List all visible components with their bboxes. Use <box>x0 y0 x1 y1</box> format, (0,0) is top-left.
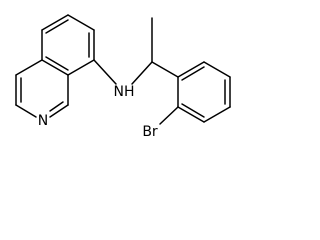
bond <box>203 106 231 123</box>
double-bond-inner <box>45 56 69 71</box>
bond <box>15 104 37 118</box>
double-bond-inner <box>181 66 205 81</box>
bond <box>203 61 231 78</box>
bond <box>177 61 205 78</box>
double-bond-inner <box>181 103 205 118</box>
bond <box>177 106 205 123</box>
bond-ch-aryl <box>151 61 179 78</box>
double-bond-inner <box>45 19 69 34</box>
bond-c8-nh <box>93 59 117 85</box>
quinoline-pyridine-ring <box>15 59 69 118</box>
quinoline-nitrogen-label: N <box>38 113 48 129</box>
bond <box>41 14 69 31</box>
quinoline-carbocyclic-ring <box>41 14 95 76</box>
bond <box>49 104 69 118</box>
bond <box>67 14 95 31</box>
double-bond-inner <box>49 101 64 112</box>
bond-c-br <box>159 106 179 125</box>
bond <box>15 59 43 76</box>
bond <box>67 59 95 76</box>
bromophenyl-ring <box>177 61 231 123</box>
bond <box>41 59 69 76</box>
bromine-label: Br <box>142 124 158 140</box>
bond-nh-ch <box>131 61 153 85</box>
chemical-structure-diagram: N NH Br <box>15 14 231 140</box>
amine-nh-label: NH <box>114 84 135 100</box>
